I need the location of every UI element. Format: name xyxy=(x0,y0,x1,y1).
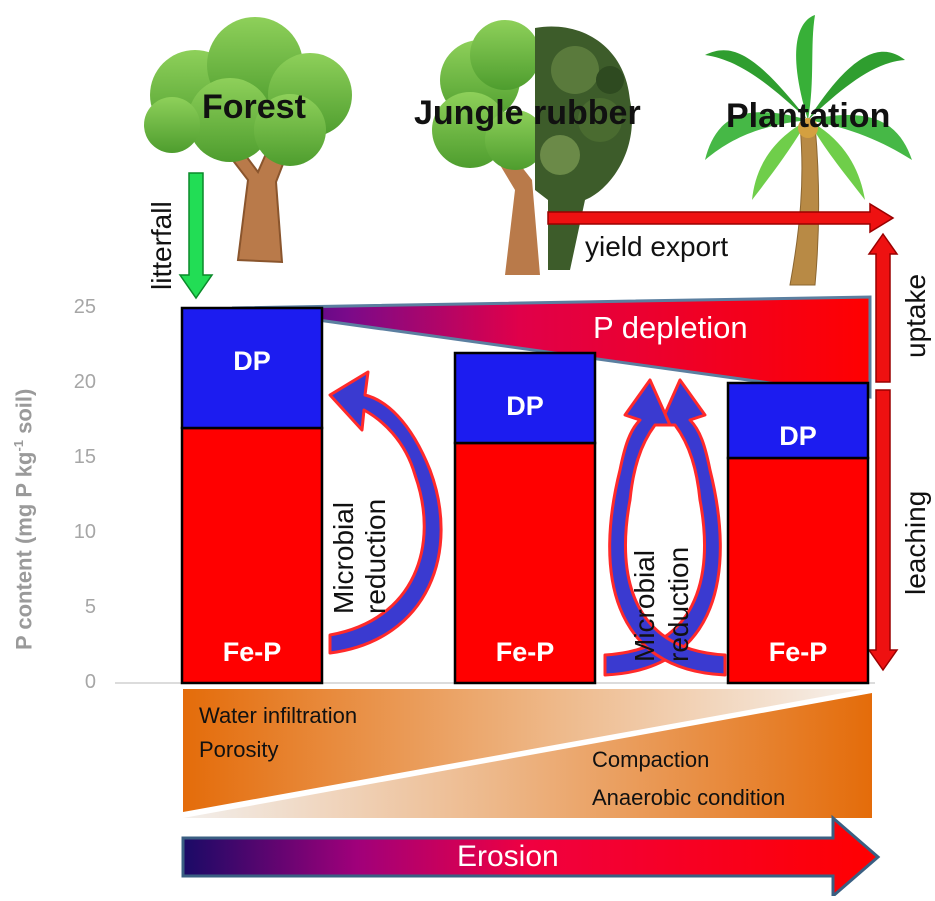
porosity-label: Porosity xyxy=(199,737,279,762)
bar-dp-2 xyxy=(726,381,870,460)
compaction-wedge xyxy=(183,693,872,818)
bar-group xyxy=(115,306,875,685)
y-tick-label-5: 5 xyxy=(84,596,96,618)
forest-label: Forest xyxy=(202,88,306,126)
y-tick-label-20: 20 xyxy=(73,371,96,393)
bar-fe-p-1 xyxy=(453,441,597,685)
bar-label-fe-p-2: Fe-P xyxy=(768,637,828,667)
leaching-label: leaching xyxy=(900,490,931,595)
microbial-reduction-arrow-left xyxy=(328,370,443,655)
microbial-line1-mid: Microbial xyxy=(629,549,660,662)
litterfall-label: litterfall xyxy=(146,201,177,290)
microbial-reduction-label-left: Microbial reduction xyxy=(328,499,392,614)
bar-label-dp-0: DP xyxy=(233,346,271,376)
uptake-arrow xyxy=(867,232,899,383)
bar-label-fe-p-0: Fe-P xyxy=(222,637,282,667)
y-tick-label-0: 0 xyxy=(84,671,96,693)
erosion-arrow xyxy=(181,814,881,900)
bar-fe-p-0 xyxy=(180,426,324,685)
y-tick-label-15: 15 xyxy=(73,446,96,468)
p-depletion-label: P depletion xyxy=(593,310,748,345)
bar-fe-p-2 xyxy=(726,456,870,685)
yield-export-arrow xyxy=(547,202,895,234)
y-axis-label: P content (mg P kg-1 soil) xyxy=(11,388,37,650)
infiltration-wedge xyxy=(183,689,865,812)
plantation-label: Plantation xyxy=(726,97,891,135)
bar-dp-0 xyxy=(180,306,324,430)
reduction-line2: reduction xyxy=(360,498,391,614)
microbial-line1: Microbial xyxy=(328,501,359,614)
soil-property-band xyxy=(182,689,872,818)
bar-label-dp-1: DP xyxy=(506,391,544,421)
compaction-label: Compaction xyxy=(592,747,710,772)
erosion-label: Erosion xyxy=(457,840,559,873)
yield-export-label: yield export xyxy=(585,231,729,262)
leaching-arrow xyxy=(867,389,899,672)
anaerobic-condition-label: Anaerobic condition xyxy=(592,785,786,810)
bar-label-fe-p-1: Fe-P xyxy=(495,637,555,667)
jungle-rubber-label: Jungle rubber xyxy=(414,94,641,132)
microbial-reduction-arrows-crossed xyxy=(603,378,727,677)
y-tick-label-25: 25 xyxy=(73,296,96,318)
uptake-label: uptake xyxy=(900,273,931,358)
plantation-palm-icon xyxy=(705,15,912,286)
bar-dp-1 xyxy=(453,351,597,445)
microbial-reduction-label-middle: Microbial reduction xyxy=(628,547,696,662)
forest-tree-icon xyxy=(144,17,352,264)
litterfall-arrow xyxy=(178,172,214,300)
bar-label-dp-2: DP xyxy=(779,421,817,451)
y-tick-label-10: 10 xyxy=(73,521,96,543)
water-infiltration-label: Water infiltration xyxy=(199,703,358,728)
reduction-line2-mid: reduction xyxy=(663,546,694,662)
jungle-rubber-tree-icon xyxy=(432,20,632,275)
